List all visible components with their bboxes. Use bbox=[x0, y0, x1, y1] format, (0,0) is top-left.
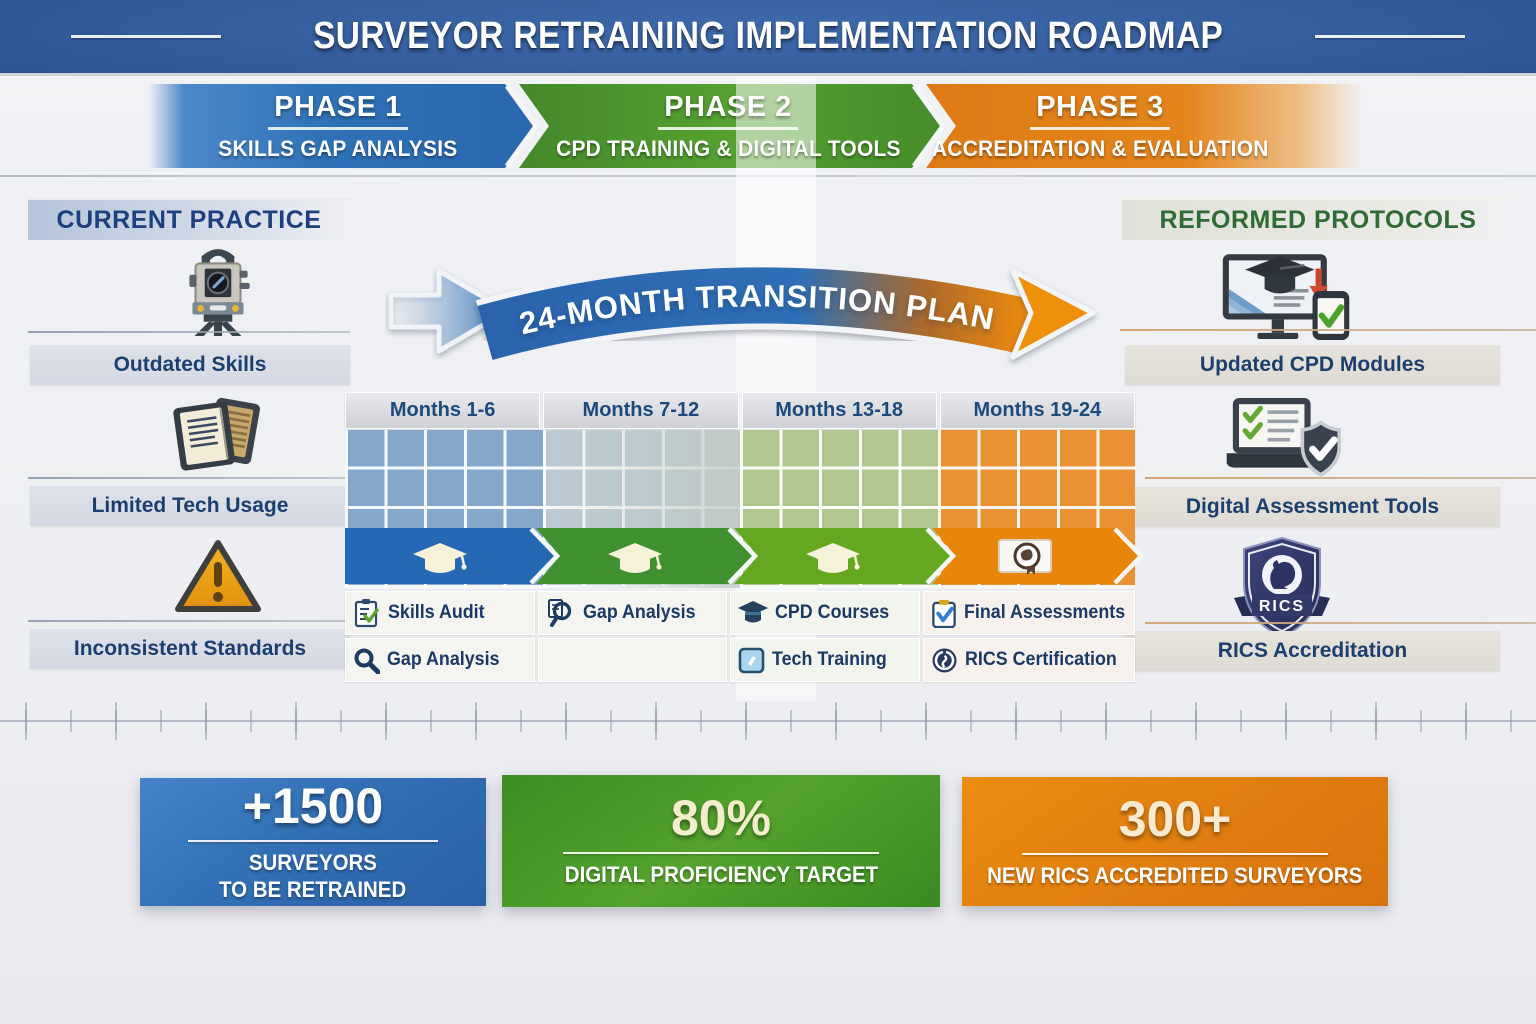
stat-divider bbox=[188, 840, 438, 843]
reformed-item-label: RICS Accreditation bbox=[1125, 631, 1500, 671]
task-label: Gap Analysis bbox=[582, 602, 696, 623]
task-cell: Gap Analysis bbox=[537, 591, 728, 635]
laptop-shield-icon bbox=[1226, 398, 1342, 477]
title-banner: SURVEYOR RETRAINING IMPLEMENTATION ROADM… bbox=[0, 0, 1536, 76]
timeline-progress-arrow bbox=[345, 527, 1145, 585]
phase2-label-group: PHASE 2 CPD TRAINING & DIGITAL TOOLS bbox=[528, 84, 928, 168]
phase2-subtitle: CPD TRAINING & DIGITAL TOOLS bbox=[555, 135, 901, 161]
phase1-subtitle: SKILLS GAP ANALYSIS bbox=[218, 135, 458, 161]
timeline-table: Months 1-6 Months 7-12 Months 13-18 Mont… bbox=[345, 392, 1145, 684]
timeline-header-cell: Months 7-12 bbox=[543, 392, 739, 429]
transition-start-arrow-icon bbox=[388, 268, 510, 354]
chevron-separator-icon bbox=[925, 527, 957, 585]
timeline-header-cell: Months 13-18 bbox=[741, 392, 937, 429]
phase3-arrow bbox=[926, 84, 1363, 168]
magnifier-doc-icon bbox=[547, 599, 571, 627]
current-item-label: Inconsistent Standards bbox=[30, 629, 350, 669]
graduation-cap-icon bbox=[738, 601, 769, 623]
transition-arrow: 24-MONTH TRANSITION PLAN bbox=[388, 261, 1096, 366]
chevron-separator-icon bbox=[504, 84, 540, 168]
ruled-line bbox=[28, 331, 350, 333]
timeline-header-cell: Months 19-24 bbox=[939, 392, 1135, 429]
stat-label: NEW RICS ACCREDITED SURVEYORS bbox=[987, 862, 1363, 888]
phase3-name: PHASE 3 bbox=[1030, 91, 1170, 130]
phase2-name: PHASE 2 bbox=[658, 91, 798, 130]
magnifier-icon bbox=[354, 648, 380, 674]
chevron-separator-icon bbox=[1113, 527, 1145, 585]
reformed-protocols-header: REFORMED PROTOCOLS bbox=[1122, 198, 1514, 240]
chevron-separator-icon bbox=[727, 527, 759, 585]
phase-chevron-band bbox=[148, 84, 1363, 168]
task-label: Tech Training bbox=[772, 649, 887, 670]
ruler-major-ticks bbox=[25, 702, 1515, 740]
clipboard-bluecheck-icon bbox=[931, 599, 956, 628]
title-rule-right bbox=[1315, 35, 1466, 38]
timeline-ruler bbox=[0, 702, 1536, 742]
total-station-icon bbox=[189, 249, 250, 336]
stat-value: +1500 bbox=[242, 778, 384, 835]
reformed-item-label: Digital Assessment Tools bbox=[1125, 487, 1500, 527]
task-cell: Tech Training bbox=[730, 638, 920, 682]
ruled-line bbox=[1145, 477, 1536, 479]
phase1-label-group: PHASE 1 SKILLS GAP ANALYSIS bbox=[168, 84, 508, 168]
phase1-arrow bbox=[148, 84, 535, 168]
task-label: RICS Certification bbox=[964, 649, 1117, 670]
task-cell: Skills Audit bbox=[345, 591, 535, 635]
timeline-header-cell: Months 1-6 bbox=[345, 392, 541, 429]
task-cell: CPD Courses bbox=[730, 591, 920, 635]
stat-digital-proficiency: 80% DIGITAL PROFICIENCY TARGET bbox=[502, 775, 940, 907]
task-label: Final Assessments bbox=[963, 602, 1125, 623]
phase3-label-group: PHASE 3 ACCREDITATION & EVALUATION bbox=[905, 84, 1295, 168]
timeline-header-row: Months 1-6 Months 7-12 Months 13-18 Mont… bbox=[345, 392, 1135, 429]
stat-label: TO BE RETRAINED bbox=[219, 876, 407, 902]
tablet-icon bbox=[738, 647, 765, 673]
timeline-task-rows: Skills Audit Gap Analysis bbox=[345, 591, 1135, 682]
rics-badge-text: RICS bbox=[1259, 598, 1305, 615]
transition-end-arrow-icon bbox=[1010, 268, 1096, 360]
task-cell: Gap Analysis bbox=[345, 638, 535, 682]
stat-surveyors-retrained: +1500 SURVEYORS TO BE RETRAINED bbox=[140, 778, 486, 906]
task-label: Skills Audit bbox=[388, 602, 485, 623]
stat-label: DIGITAL PROFICIENCY TARGET bbox=[564, 862, 878, 888]
ruled-line bbox=[1145, 622, 1536, 624]
ruled-line bbox=[1120, 329, 1536, 331]
stat-rics-accredited: 300+ NEW RICS ACCREDITED SURVEYORS bbox=[962, 777, 1388, 906]
stat-label: SURVEYORS bbox=[248, 850, 378, 876]
rics-shield-icon: RICS bbox=[1234, 536, 1330, 639]
stat-divider bbox=[563, 852, 879, 855]
rosette-badge-icon bbox=[932, 648, 957, 672]
current-item-label: Outdated Skills bbox=[30, 345, 350, 385]
phase1-name: PHASE 1 bbox=[268, 91, 408, 130]
clipboard-check-icon bbox=[354, 599, 379, 628]
notebooks-icon bbox=[173, 397, 260, 471]
phase2-arrow bbox=[519, 84, 942, 168]
timeline-grid bbox=[345, 430, 1145, 588]
stat-value: 80% bbox=[670, 790, 772, 847]
warning-triangle-icon bbox=[175, 540, 261, 612]
chevron-separator-icon bbox=[529, 527, 561, 585]
task-label: CPD Courses bbox=[775, 602, 890, 623]
task-cell: RICS Certification bbox=[922, 638, 1135, 682]
stat-value: 300+ bbox=[1118, 790, 1232, 847]
phase3-subtitle: ACCREDITATION & EVALUATION bbox=[931, 135, 1269, 161]
page-title: SURVEYOR RETRAINING IMPLEMENTATION ROADM… bbox=[312, 15, 1224, 57]
reformed-item-label: Updated CPD Modules bbox=[1125, 345, 1500, 385]
task-cell-empty bbox=[537, 638, 728, 682]
ruled-line bbox=[28, 620, 350, 622]
current-item-label: Limited Tech Usage bbox=[30, 486, 350, 526]
ruled-line bbox=[28, 477, 350, 479]
certificate-icon bbox=[998, 539, 1052, 575]
monitor-graduation-icon bbox=[1222, 254, 1350, 340]
title-rule-left bbox=[70, 35, 221, 38]
task-cell: Final Assessments bbox=[922, 591, 1135, 635]
stat-divider bbox=[1021, 852, 1329, 855]
current-practice-header: CURRENT PRACTICE bbox=[28, 198, 350, 240]
task-label: Gap Analysis bbox=[387, 649, 500, 670]
chevron-separator-icon bbox=[911, 84, 947, 168]
